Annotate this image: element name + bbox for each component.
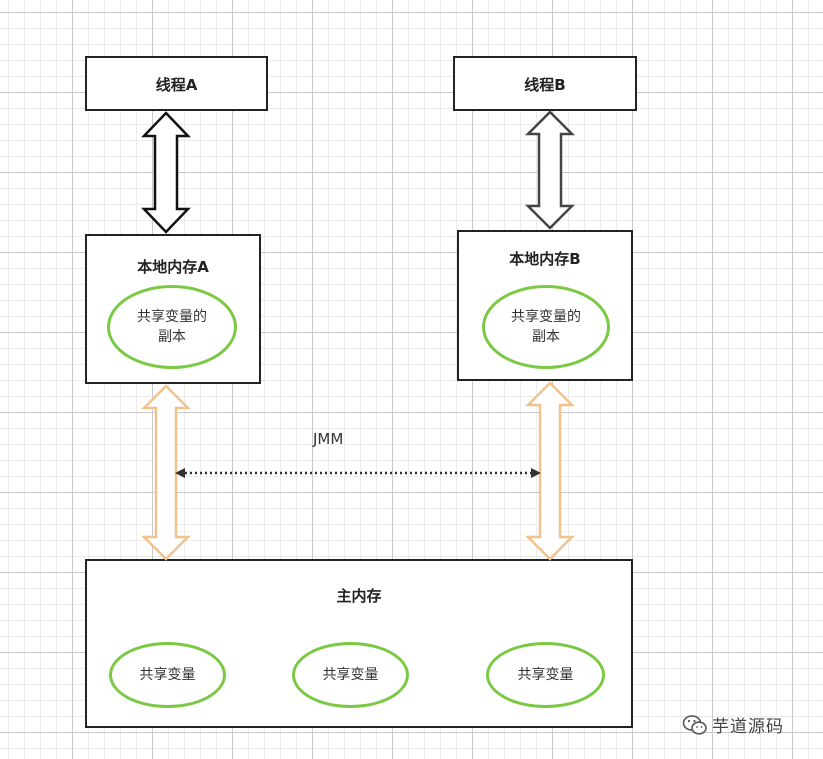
local-memory-a-box: 本地内存A 共享变量的 副本 (85, 234, 261, 384)
local-memory-a-copy-line1: 共享变量的 (137, 309, 207, 325)
thread-a-local-a-arrow (141, 111, 191, 234)
thread-a-label: 线程A (155, 76, 198, 94)
local-memory-a-copy-line2: 副本 (158, 329, 186, 345)
thread-b-label: 线程B (524, 76, 566, 94)
shared-var-2: 共享变量 (292, 642, 409, 708)
local-b-main-arrow (524, 381, 576, 561)
local-memory-b-copy-line2: 副本 (532, 329, 560, 345)
shared-var-1: 共享变量 (109, 642, 226, 708)
local-memory-b-copy-line1: 共享变量的 (511, 309, 581, 325)
local-a-main-arrow (140, 384, 192, 561)
shared-var-1-label: 共享变量 (139, 667, 196, 683)
local-memory-b-box: 本地内存B 共享变量的 副本 (457, 230, 633, 381)
watermark-text: 芋道源码 (712, 717, 784, 737)
main-memory-box: 主内存 共享变量 共享变量 共享变量 (85, 559, 633, 728)
local-memory-b-copy: 共享变量的 副本 (482, 285, 610, 369)
shared-var-3: 共享变量 (486, 642, 605, 708)
thread-b-box: 线程B (453, 56, 637, 111)
wechat-icon (682, 714, 707, 735)
thread-a-box: 线程A (85, 56, 268, 111)
local-memory-b-title: 本地内存B (509, 250, 581, 268)
shared-var-3-label: 共享变量 (517, 667, 574, 683)
jmm-label: JMM (313, 430, 344, 448)
shared-var-2-label: 共享变量 (322, 667, 379, 683)
thread-b-local-b-arrow (524, 110, 576, 230)
local-memory-a-copy: 共享变量的 副本 (107, 285, 237, 369)
watermark: 芋道源码 (682, 712, 784, 737)
main-memory-title: 主内存 (336, 587, 382, 605)
local-memory-a-title: 本地内存A (137, 258, 209, 276)
